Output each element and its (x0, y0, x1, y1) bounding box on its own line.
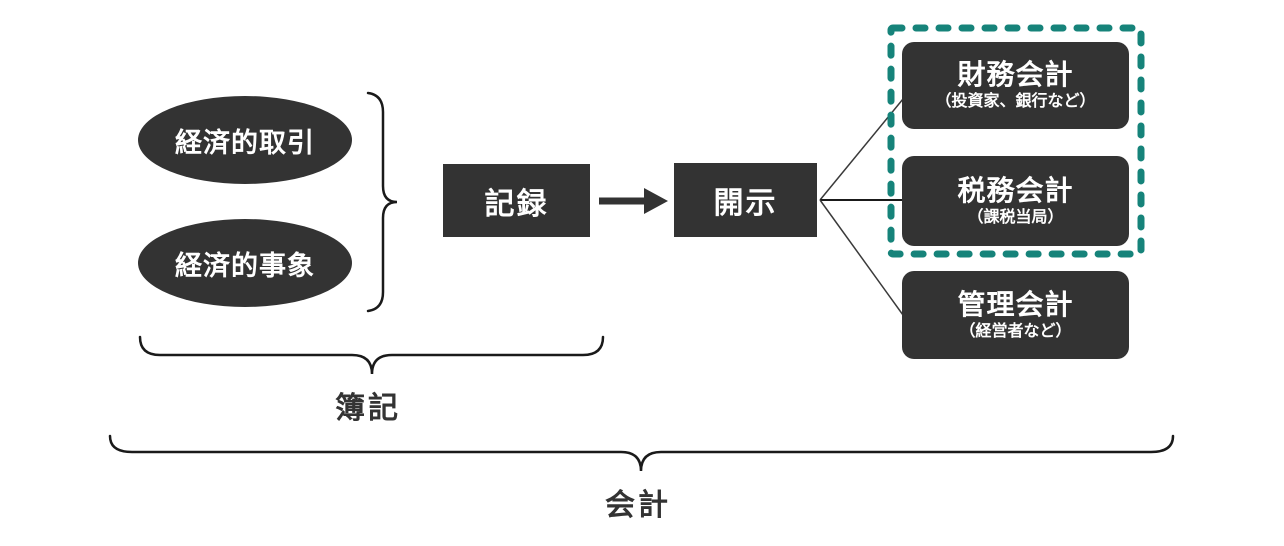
disclose-label: 開示 (713, 187, 778, 220)
financial-accounting-subtitle: （投資家、銀行など） (935, 93, 1096, 110)
accounting-label: 会計 (605, 489, 671, 522)
bookkeeping-brace-icon (138, 335, 605, 375)
ellipse-economic-transactions: 経済的取引 (138, 96, 352, 184)
management-accounting-title: 管理会計 (957, 288, 1074, 320)
accounting-brace-icon (108, 434, 1175, 472)
fan-line-bottom (819, 199, 904, 316)
group-brace-right-icon (366, 91, 398, 313)
fan-line-top (819, 98, 904, 201)
tax-accounting-subtitle: （課税当局） (967, 208, 1064, 226)
arrow-right-icon (599, 188, 668, 214)
economic-events-label: 経済的事象 (175, 250, 315, 281)
financial-accounting-box: 財務会計 （投資家、銀行など） (902, 42, 1129, 129)
economic-transactions-label: 経済的取引 (175, 127, 315, 158)
disclose-box: 開示 (674, 163, 817, 237)
bookkeeping-label: 簿記 (335, 392, 401, 425)
record-label: 記録 (484, 187, 549, 221)
management-accounting-subtitle: （経営者など） (959, 322, 1072, 340)
record-box: 記録 (443, 164, 590, 237)
tax-accounting-title: 税務会計 (957, 174, 1074, 206)
management-accounting-box: 管理会計 （経営者など） (902, 271, 1129, 359)
financial-accounting-title: 財務会計 (957, 59, 1074, 90)
ellipse-economic-events: 経済的事象 (138, 219, 352, 307)
tax-accounting-box: 税務会計 （課税当局） (902, 156, 1129, 246)
